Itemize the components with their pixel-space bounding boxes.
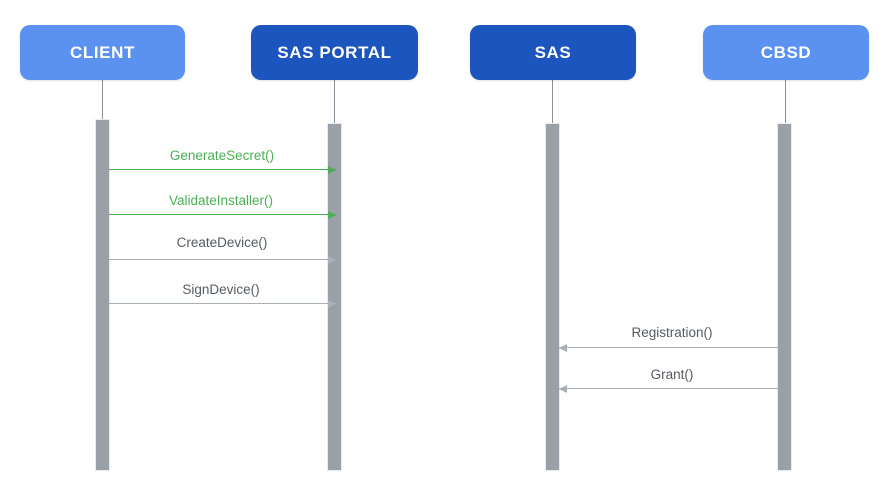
message-label-2: CreateDevice() <box>176 235 268 250</box>
lifeline-sas-portal <box>334 80 335 124</box>
message-line-4 <box>559 347 779 348</box>
arrow-head-5 <box>559 384 567 393</box>
message-line-2 <box>109 259 336 260</box>
activation-bar-client <box>96 120 109 470</box>
message-label-4: Registration() <box>631 325 713 340</box>
message-label-1: ValidateInstaller() <box>168 193 274 208</box>
activation-bar-cbsd <box>778 124 791 470</box>
message-label-3: SignDevice() <box>182 282 260 297</box>
lifeline-client <box>102 80 103 120</box>
actor-label-sas: SAS <box>534 42 572 62</box>
activation-bar-sas <box>546 124 559 470</box>
arrow-head-0 <box>328 165 336 174</box>
lifeline-cbsd <box>785 80 786 124</box>
arrow-head-3 <box>328 299 336 308</box>
arrow-head-2 <box>328 255 336 264</box>
actor-box-cbsd[interactable]: CBSD <box>703 25 869 80</box>
message-line-0 <box>109 169 336 170</box>
actor-box-sas-portal[interactable]: SAS PORTAL <box>251 25 418 80</box>
actor-label-client: CLIENT <box>70 42 135 62</box>
lifeline-sas <box>552 80 553 124</box>
activation-bar-sas-portal <box>328 124 341 470</box>
message-label-0: GenerateSecret() <box>169 148 275 163</box>
arrow-head-1 <box>328 210 336 219</box>
message-label-5: Grant() <box>650 367 694 382</box>
message-line-3 <box>109 303 336 304</box>
actor-label-cbsd: CBSD <box>760 42 812 62</box>
arrow-head-4 <box>559 343 567 352</box>
actor-box-sas[interactable]: SAS <box>470 25 636 80</box>
message-line-5 <box>559 388 779 389</box>
message-line-1 <box>109 214 336 215</box>
actor-box-client[interactable]: CLIENT <box>20 25 185 80</box>
actor-label-sas-portal: SAS PORTAL <box>277 42 392 62</box>
